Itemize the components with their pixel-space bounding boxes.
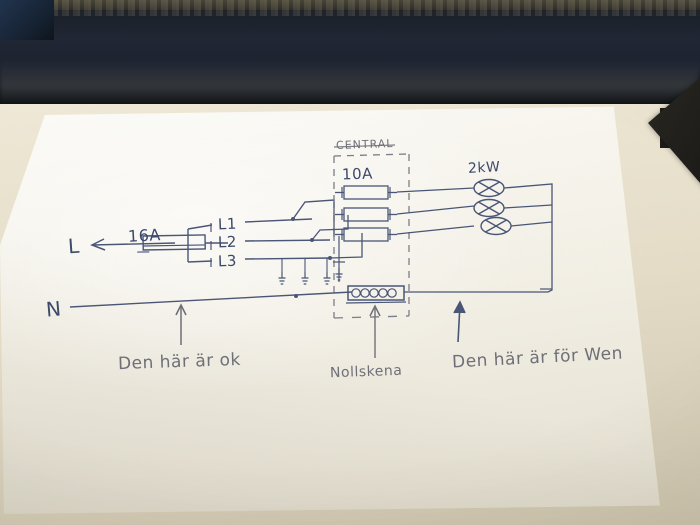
tap-symbol-1: [277, 271, 287, 285]
panel-border-top: [333, 153, 410, 157]
label-panel-fuse: 10A: [341, 164, 374, 184]
junction-dot-L3: [328, 256, 332, 260]
phase-conductors: [244, 199, 363, 285]
busbar-terminal-4: [378, 288, 388, 298]
return-link-3: [510, 221, 553, 227]
annotation-arrows: [175, 300, 466, 358]
busbar-terminal-1: [351, 288, 361, 298]
annotation-ok: Den här är ok: [117, 349, 242, 375]
feeder-2: [396, 205, 475, 215]
busbar-body: [347, 285, 405, 301]
label-central-panel: CENTRAL: [335, 137, 394, 152]
arrow-L-direction: [90, 238, 106, 251]
label-main-fuse: 16A: [127, 225, 162, 246]
label-phase-L2: L2: [217, 232, 238, 252]
busbar-terminal-3: [369, 288, 379, 298]
line-L-feed: [91, 242, 176, 246]
label-load-rating: 2kW: [467, 159, 501, 177]
main-fuse-16a: [137, 234, 206, 253]
arrow-annotation-ok: [175, 304, 187, 346]
panel-fuses: [334, 185, 398, 242]
panel-border-bottom: [333, 315, 410, 319]
load-feeders: [396, 178, 553, 293]
busbar-terminal-2: [360, 288, 370, 298]
label-phase-L3: L3: [217, 251, 238, 271]
dark-desk-edge: [0, 0, 700, 112]
neutral-busbar: [345, 285, 407, 304]
junction-dot-L2: [310, 238, 314, 242]
neutral-conductor: [69, 291, 353, 308]
heater-element-2: [473, 198, 505, 218]
tap-symbol-2: [300, 271, 310, 285]
heater-element-3: [480, 216, 512, 236]
fuse-10a-3: [334, 227, 398, 242]
neutral-junction-dot: [294, 294, 298, 298]
label-neutral-N: N: [44, 296, 63, 322]
desk-reflection: [0, 60, 700, 106]
conductor-L2: [244, 239, 331, 242]
annotation-nollskena: Nollskena: [329, 362, 403, 382]
riser-L1: [292, 199, 335, 237]
feeder-1: [396, 187, 475, 193]
neutral-run: [69, 291, 353, 308]
feeder-3: [396, 225, 475, 235]
desk-blue-glint: [0, 0, 54, 40]
arrow-annotation-wen: [453, 300, 466, 343]
central-panel-enclosure: [333, 144, 410, 319]
conductor-L3: [244, 257, 331, 260]
phase-split-bracket: [187, 224, 213, 263]
desk-top-grit: [0, 0, 700, 16]
heater-element-1: [473, 178, 505, 198]
conductor-L1: [244, 218, 313, 223]
label-phase-L1: L1: [217, 214, 238, 234]
scene-vignette: [0, 104, 700, 525]
busbar-underline: [345, 301, 407, 304]
return-bus-right: [503, 183, 553, 293]
fuse-10a-1: [334, 185, 398, 200]
arrow-annotation-nollskena: [369, 304, 381, 358]
label-line-L: L: [67, 233, 81, 259]
supply-line-group: [90, 223, 228, 267]
return-link-2: [503, 204, 553, 209]
central-label-underline: [333, 144, 396, 148]
riser-L3: [329, 233, 363, 259]
junction-dot-L1: [291, 217, 295, 221]
busbar-terminal-5: [387, 288, 397, 298]
fuse-10a-2: [334, 207, 398, 222]
riser-L2: [311, 215, 349, 241]
panel-left-link: [333, 236, 345, 282]
tap-symbol-3: [322, 271, 332, 285]
